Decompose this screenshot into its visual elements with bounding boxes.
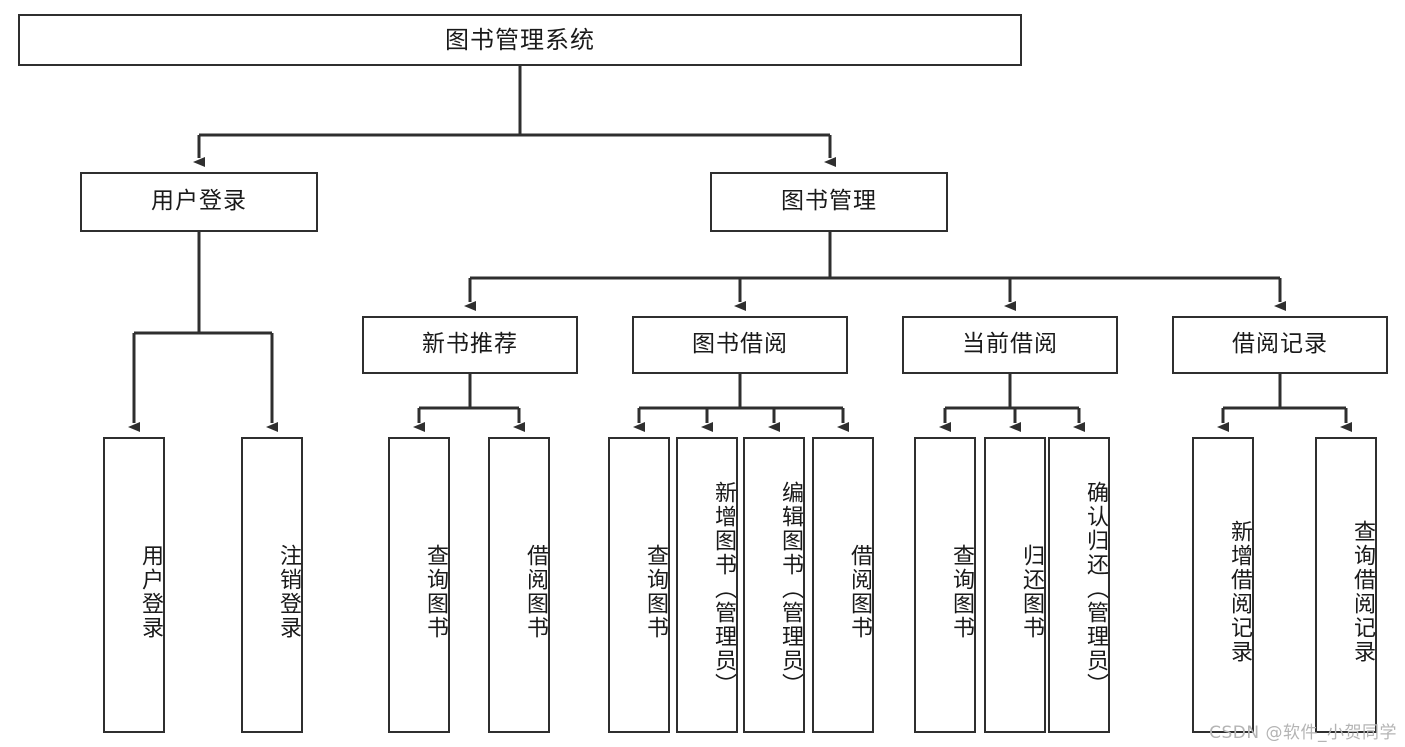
leaf-confirm-return-admin[interactable]: 确认归还（管理员）	[1048, 437, 1110, 733]
leaf-return-book[interactable]: 归还图书	[984, 437, 1046, 733]
node-root-book-management-system[interactable]: 图书管理系统	[18, 14, 1022, 66]
node-borrow-record[interactable]: 借阅记录	[1172, 316, 1388, 374]
leaf-add-book-admin[interactable]: 新增图书（管理员）	[676, 437, 738, 733]
leaf-edit-book-admin[interactable]: 编辑图书（管理员）	[743, 437, 805, 733]
leaf-add-borrow-record[interactable]: 新增借阅记录	[1192, 437, 1254, 733]
leaf-borrow-book[interactable]: 借阅图书	[812, 437, 874, 733]
watermark: CSDN @软件_小贺同学	[1209, 723, 1397, 743]
node-current-borrow[interactable]: 当前借阅	[902, 316, 1118, 374]
leaf-query-book-borrow[interactable]: 查询图书	[608, 437, 670, 733]
leaf-logout[interactable]: 注销登录	[241, 437, 303, 733]
leaf-query-book-recommend[interactable]: 查询图书	[388, 437, 450, 733]
node-user-login[interactable]: 用户登录	[80, 172, 318, 232]
leaf-query-book-current[interactable]: 查询图书	[914, 437, 976, 733]
node-book-borrow[interactable]: 图书借阅	[632, 316, 848, 374]
leaf-borrow-book-recommend[interactable]: 借阅图书	[488, 437, 550, 733]
node-new-book-recommend[interactable]: 新书推荐	[362, 316, 578, 374]
leaf-user-login[interactable]: 用户登录	[103, 437, 165, 733]
node-book-management[interactable]: 图书管理	[710, 172, 948, 232]
leaf-query-borrow-record[interactable]: 查询借阅记录	[1315, 437, 1377, 733]
